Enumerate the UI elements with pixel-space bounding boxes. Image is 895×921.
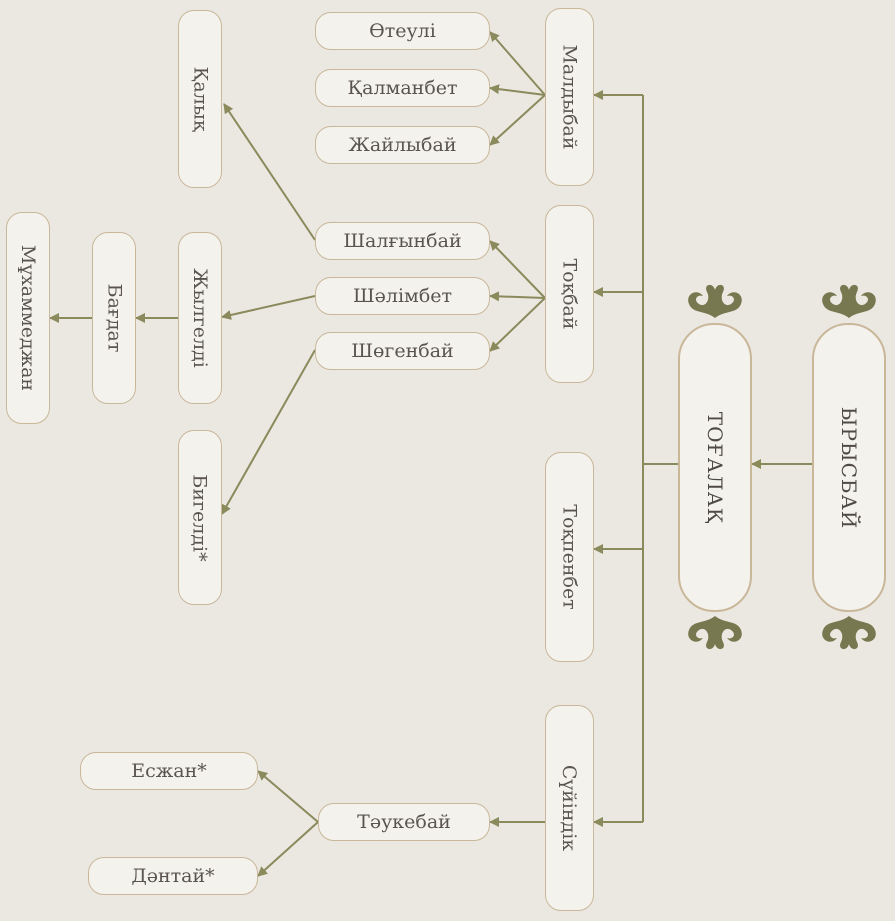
node-dantai: Дәнтай*	[88, 857, 258, 895]
node-tokpenbet: Тоқпенбет	[545, 452, 594, 662]
connector-maldybai-zhailybai	[489, 94, 546, 146]
ornament-bottom-left	[688, 616, 742, 650]
connector-shogenbai-bigeldi	[221, 349, 316, 515]
connector-togbai-shogenbai	[489, 297, 546, 352]
node-oteuli: Өтеулі	[315, 12, 490, 50]
node-taukebai-label: Тәукебай	[357, 811, 451, 833]
node-shalgynbai-label: Шалғынбай	[343, 230, 462, 252]
node-eszhan: Есжан*	[80, 752, 258, 790]
node-irysbai-label: ЫРЫСБАЙ	[837, 406, 861, 529]
node-shogenbai-label: Шөгенбай	[351, 340, 454, 362]
node-zhailybai: Жайлыбай	[315, 126, 490, 164]
node-dantai-label: Дәнтай*	[131, 865, 215, 887]
node-mukhammedzhan: Мұхаммеджан	[6, 212, 50, 424]
node-suiindik: Сүйіндік	[545, 705, 594, 911]
node-zhylgeldi: Жылгелді	[178, 232, 222, 404]
node-suiindik-label: Сүйіндік	[558, 764, 581, 852]
node-kalmanbet: Қалманбет	[315, 69, 490, 107]
node-togalak: ТОҒАЛАҚ	[678, 323, 752, 612]
node-bigeldi-label: Бигелді*	[189, 473, 212, 562]
node-eszhan-label: Есжан*	[131, 760, 207, 782]
node-oteuli-label: Өтеулі	[369, 20, 436, 42]
node-kalyk-label: Қалық	[189, 66, 211, 132]
node-shalimbet-label: Шәлімбет	[352, 285, 453, 307]
node-zhylgeldi-label: Жылгелді	[189, 268, 211, 368]
node-togbai-label: Тоқбай	[558, 258, 581, 330]
node-maldybai: Малдыбай	[545, 8, 594, 186]
connector-shalimbet-zhylgeldi	[221, 295, 316, 320]
node-tokpenbet-label: Тоқпенбет	[558, 504, 581, 610]
ornament-top-left	[688, 284, 742, 318]
node-shogenbai: Шөгенбай	[315, 332, 490, 370]
node-kalyk: Қалық	[178, 10, 222, 188]
node-togalak-label: ТОҒАЛАҚ	[703, 411, 728, 524]
node-togbai: Тоқбай	[545, 205, 594, 383]
connector-taukebai-dantai	[257, 821, 319, 877]
node-mukhammedzhan-label: Мұхаммеджан	[17, 244, 40, 392]
node-kalmanbet-label: Қалманбет	[347, 77, 458, 99]
node-irysbai: ЫРЫСБАЙ	[812, 323, 886, 612]
connector-taukebai-eszhan	[257, 770, 319, 823]
node-bagdat: Бағдат	[92, 232, 136, 404]
connector-maldybai-kalmanbet	[489, 84, 546, 96]
node-shalimbet: Шәлімбет	[315, 277, 490, 315]
connector-togbai-shalgynbai	[489, 240, 546, 299]
ornament-top-right	[822, 284, 876, 318]
node-bigeldi: Бигелді*	[178, 430, 222, 605]
node-maldybai-label: Малдыбай	[558, 44, 581, 150]
node-shalgynbai: Шалғынбай	[315, 222, 490, 260]
connector-maldybai-oteuli	[489, 31, 546, 96]
node-bagdat-label: Бағдат	[103, 283, 125, 353]
connector-togbai-shalimbet	[489, 291, 546, 302]
ornament-bottom-right	[822, 616, 876, 650]
node-taukebai: Тәукебай	[318, 803, 490, 841]
node-zhailybai-label: Жайлыбай	[348, 134, 457, 156]
connector-shalgynbai-kalyk	[223, 103, 316, 241]
